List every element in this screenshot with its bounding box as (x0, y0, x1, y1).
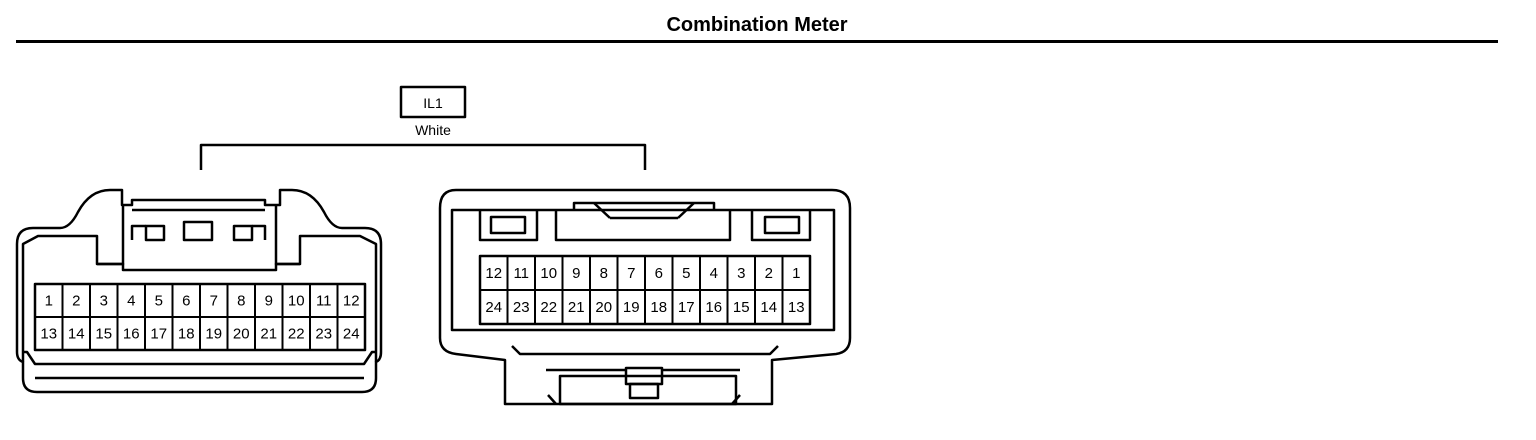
pin-left-bottom-label: 23 (315, 326, 332, 343)
pin-right-top-label: 11 (513, 265, 529, 282)
pin-left-top-label: 3 (100, 293, 108, 310)
pin-left-bottom-cell (336, 316, 366, 351)
pin-left-bottom-label: 20 (233, 326, 250, 343)
pin-left-top-label: 9 (265, 293, 273, 310)
pin-left-bottom-label: 18 (178, 326, 195, 343)
pin-right-top-label: 12 (485, 265, 502, 282)
pin-right-bottom-cell (781, 289, 811, 325)
pin-right-top-label: 5 (682, 265, 690, 282)
pin-left-bottom-label: 17 (150, 326, 167, 343)
connector-left (15, 188, 383, 394)
diagram-title: Combination Meter (666, 14, 848, 36)
connector-bracket (199, 143, 647, 170)
pin-left-top-label: 7 (210, 293, 218, 310)
pin-left-bottom-label: 16 (123, 326, 140, 343)
pin-left-top-label: 10 (288, 293, 305, 310)
title-rule (16, 40, 1498, 43)
pin-left-top-label: 11 (316, 293, 332, 310)
pin-right-top-label: 7 (627, 265, 635, 282)
pin-left-bottom-label: 21 (260, 326, 277, 343)
pin-right-bottom-label: 22 (540, 299, 557, 316)
pin-left-top-label: 8 (237, 293, 245, 310)
pin-right-top-label: 1 (792, 265, 800, 282)
pin-left-bottom-label: 24 (343, 326, 360, 343)
pin-right-bottom-label: 18 (650, 299, 667, 316)
pin-left-bottom-label: 13 (40, 326, 57, 343)
pin-right-bottom-label: 14 (760, 299, 777, 316)
pin-left-top-label: 4 (127, 293, 135, 310)
pin-right-top-label: 2 (765, 265, 773, 282)
pin-right-top-label: 3 (737, 265, 745, 282)
connector-right (438, 188, 852, 406)
pin-right-bottom-label: 19 (623, 299, 640, 316)
connector-color: White (415, 122, 451, 138)
pin-right-top-label: 10 (540, 265, 557, 282)
pin-right-bottom-label: 23 (513, 299, 530, 316)
pin-right-bottom-label: 17 (678, 299, 695, 316)
pin-left-top-label: 12 (343, 293, 360, 310)
pin-left-top-label: 5 (155, 293, 163, 310)
pin-left-top-label: 2 (72, 293, 80, 310)
pin-right-bottom-label: 15 (733, 299, 750, 316)
pin-right-top-label: 4 (710, 265, 718, 282)
connector-code-box (399, 85, 467, 119)
pin-right-top-label: 6 (655, 265, 663, 282)
pin-right-top-label: 9 (572, 265, 580, 282)
pin-left-top-label: 1 (45, 293, 53, 310)
pin-right-bottom-label: 13 (788, 299, 805, 316)
pin-right-bottom-label: 20 (595, 299, 612, 316)
pin-left-top-label: 6 (182, 293, 190, 310)
pin-left-bottom-label: 22 (288, 326, 305, 343)
pin-right-bottom-label: 21 (568, 299, 585, 316)
pin-left-bottom-label: 15 (95, 326, 112, 343)
pin-left-bottom-label: 14 (68, 326, 85, 343)
connector-code: IL1 (423, 95, 443, 111)
pin-left-bottom-label: 19 (205, 326, 222, 343)
pin-right-bottom-label: 24 (485, 299, 502, 316)
pin-right-bottom-label: 16 (705, 299, 722, 316)
pin-right-top-label: 8 (600, 265, 608, 282)
